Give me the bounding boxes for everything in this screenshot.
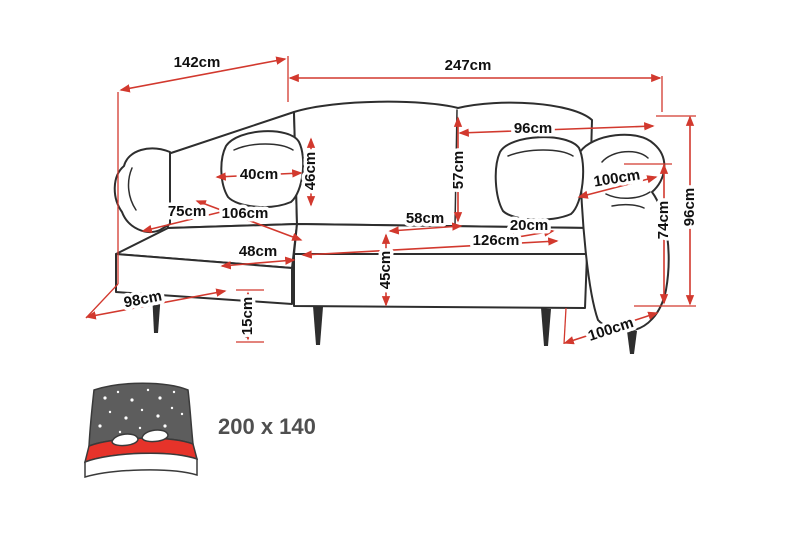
label-leg-height: 15cm: [239, 297, 256, 335]
label-left-depth: 142cm: [174, 54, 221, 71]
label-back-cushion-width: 96cm: [514, 120, 552, 137]
label-seat-width: 126cm: [473, 232, 520, 249]
sofa-left-armrest-curve: [127, 167, 137, 211]
dimension-line-armrest-height: [577, 175, 658, 199]
dimension-line-right-floor-depth: [563, 311, 659, 345]
sofa-leg-5: [627, 331, 637, 354]
extension-left-floor-diagonal: [85, 283, 119, 319]
dimension-line-seat-width: [301, 237, 559, 259]
dimension-line-seat-depth: [388, 222, 463, 235]
sofa-seat-front: [293, 253, 588, 309]
dimension-lines: [85, 56, 695, 345]
dimension-line-pillow-width: [215, 169, 303, 181]
label-total-height: 96cm: [681, 188, 698, 226]
sofa-right-pillow: [494, 136, 585, 221]
mattress-front: [84, 452, 198, 479]
sofa-left-pillow-crease: [233, 143, 294, 151]
label-pillow-height: 46cm: [302, 152, 319, 190]
dimension-line-chaise-front-height: [220, 256, 296, 270]
sofa-leg-4: [541, 308, 551, 346]
sofa-leg-3: [313, 306, 323, 345]
bed-headboard-shape: [88, 382, 194, 448]
sleeping-area-size-label: 200 x 140: [218, 414, 316, 439]
label-cushion-thickness: 20cm: [510, 217, 548, 234]
dimension-line-left-depth: [119, 56, 287, 93]
bed-pillow-left: [111, 433, 139, 447]
dimension-labels: 247cm 142cm 96cm 40cm 46cm 57cm 100cm 96…: [119, 50, 702, 348]
sofa-right-armrest-curve-low: [611, 203, 645, 209]
star-dots: [98, 388, 184, 434]
label-chaise-front-height: 48cm: [239, 243, 277, 260]
sofa-right-pillow-crease: [507, 149, 574, 157]
label-chaise-length: 106cm: [222, 205, 269, 222]
label-backrest-height: 57cm: [450, 151, 467, 189]
dimension-line-chaise-length: [195, 200, 303, 241]
sofa-drawing: [113, 100, 670, 354]
label-pillow-width: 40cm: [240, 166, 278, 183]
label-chaise-seat-width: 75cm: [168, 203, 206, 220]
label-seat-height: 45cm: [377, 251, 394, 289]
sofa-bed-icon: [83, 382, 199, 479]
label-seat-depth: 58cm: [406, 210, 444, 227]
extension-floor-front-tick: [563, 307, 567, 345]
dimension-line-chaise-floor-depth: [85, 288, 227, 320]
sofa-right-armrest-curve-top: [601, 150, 649, 163]
dimension-line-back-cushion-width: [458, 122, 655, 137]
label-total-width: 247cm: [445, 57, 492, 74]
bed-pillow-right: [141, 429, 169, 443]
label-back-height: 74cm: [655, 201, 672, 239]
sofa-left-armrest: [113, 147, 171, 233]
